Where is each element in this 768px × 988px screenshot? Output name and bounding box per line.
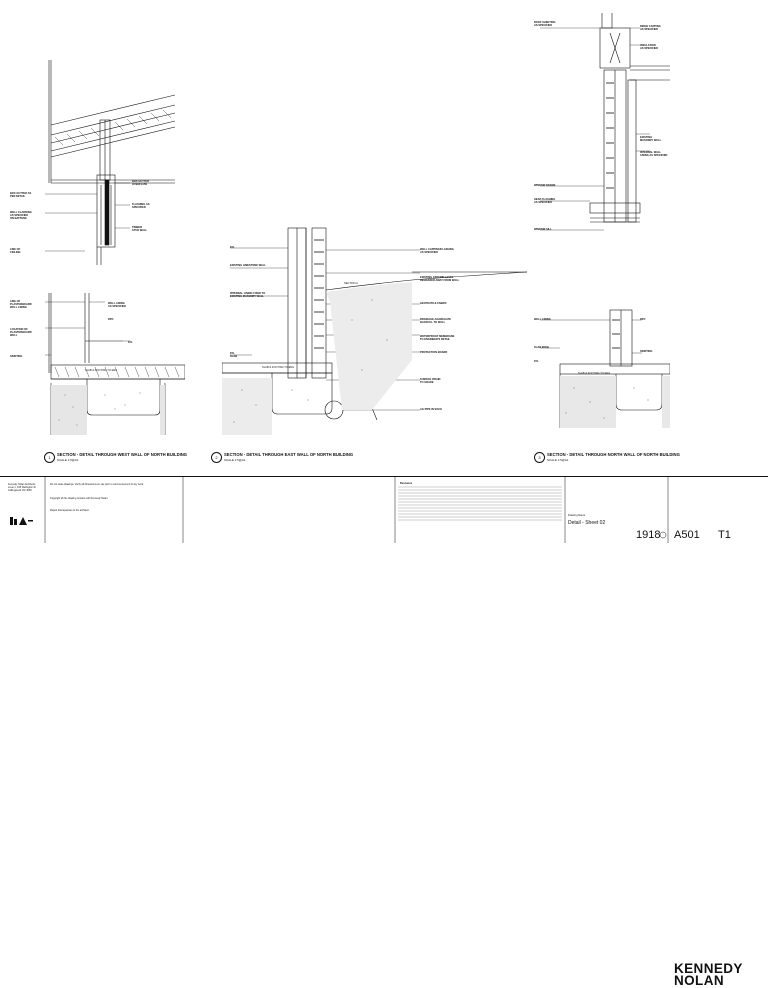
note: DPC — [108, 318, 114, 321]
note: AG PIPE IN SOCK — [420, 408, 443, 411]
note: GEOTEXTILE FABRIC — [420, 302, 447, 305]
note: SKIRTING — [10, 355, 23, 358]
note: FFL — [230, 246, 235, 249]
revisions-heading: Revisions — [400, 482, 413, 485]
detail-2-drawing — [222, 227, 528, 435]
footing-label: SLAB & FOOTING TO ENG — [578, 372, 611, 375]
note: WINDOW FRAME — [534, 184, 556, 187]
general-note: Copyright of this drawing remains with K… — [50, 497, 109, 500]
note: WINDOW SILL — [534, 228, 552, 231]
section-label: SECTION A — [344, 282, 358, 285]
detail-title: SECTION - DETAIL THROUGH NORTH WALL OF N… — [547, 452, 680, 457]
note: DPC — [640, 318, 646, 321]
note: FFL — [128, 341, 133, 344]
detail-3-drawing — [540, 13, 670, 428]
detail-title: SECTION - DETAIL THROUGH EAST WALL OF NO… — [224, 452, 354, 457]
note: EXISTING LIMESTONE WALL — [230, 264, 266, 267]
detail-scale: SCALE 1:5@A1 — [224, 458, 246, 462]
note: PROTECTION BOARD — [420, 351, 448, 354]
detail-title: SECTION - DETAIL THROUGH WEST WALL OF NO… — [57, 452, 188, 457]
revision-number: T1 — [718, 529, 731, 541]
detail-scale: SCALE 1:5@A1 — [57, 458, 79, 462]
note: FFL — [534, 360, 539, 363]
detail-1-drawing — [45, 60, 185, 435]
general-note: Report discrepancies to the architect. — [50, 509, 90, 512]
footing-label: SLAB & FOOTING TO ENG — [85, 369, 118, 372]
note: WALL LINING — [534, 318, 551, 321]
detail-number: 2 — [211, 452, 222, 463]
note: SKIRTING — [640, 350, 653, 353]
detail-scale: SCALE 1:5@A1 — [547, 458, 569, 462]
title-block-lines — [10, 477, 669, 543]
detail-number: 1 — [44, 452, 55, 463]
drawing-number: A501 — [674, 529, 700, 541]
firm-logo: KENNEDY NOLAN — [674, 961, 743, 988]
detail-number: 3 — [534, 452, 545, 463]
general-note: Do not scale drawings. Verify all dimens… — [50, 483, 144, 486]
drawing-title: Detail - Sheet 02 — [568, 520, 606, 526]
footing-label: SLAB & FOOTING TO ENG — [262, 366, 295, 369]
project-number: 1918 — [636, 529, 661, 541]
note: SLAB EDGE — [534, 346, 550, 349]
drawing-name-label: Drawing Name — [568, 514, 586, 517]
